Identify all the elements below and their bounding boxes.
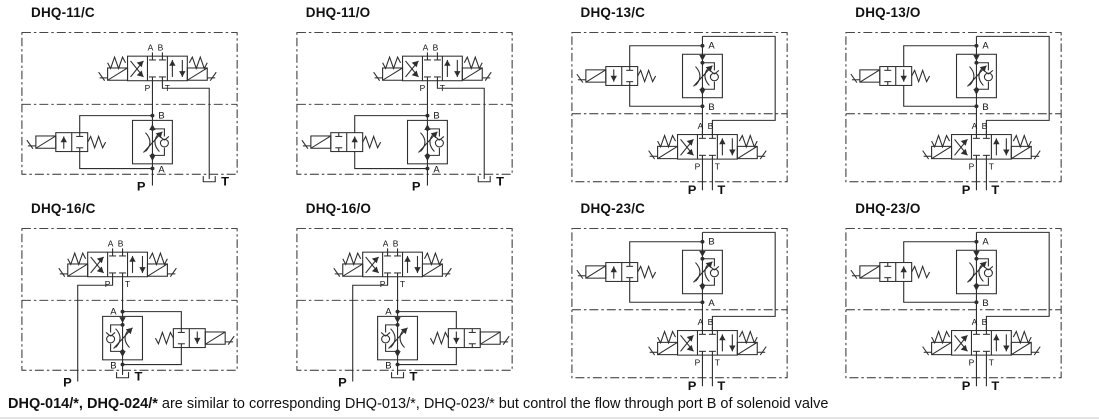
svg-text:P: P [380, 280, 386, 289]
svg-text:A: A [433, 165, 440, 175]
svg-text:P: P [137, 180, 146, 194]
svg-text:B: B [385, 361, 391, 371]
svg-text:T: T [989, 163, 994, 172]
svg-text:T: T [717, 379, 725, 391]
svg-text:A: A [983, 237, 990, 247]
svg-text:P: P [687, 183, 696, 195]
svg-text:P: P [962, 183, 971, 195]
footnote-text: are similar to corresponding DHQ-013/*, … [157, 396, 829, 412]
svg-text:A: A [972, 318, 978, 327]
svg-text:B: B [983, 298, 989, 308]
svg-text:T: T [400, 280, 405, 289]
svg-text:A: A [708, 41, 715, 51]
svg-text:A: A [697, 122, 703, 131]
footnote-models: DHQ-014/*, DHQ-024/* [8, 396, 158, 412]
svg-text:A: A [972, 122, 978, 131]
svg-text:P: P [969, 163, 975, 172]
svg-text:T: T [714, 359, 719, 368]
svg-text:B: B [110, 361, 116, 371]
diagram-title: DHQ-16/C [31, 201, 96, 216]
svg-text:P: P [145, 84, 151, 93]
diagram-title: DHQ-16/O [305, 201, 372, 216]
diagram-title: DHQ-13/O [855, 5, 921, 20]
svg-text:B: B [118, 240, 124, 249]
diagram-title: DHQ-23/C [580, 201, 646, 216]
svg-text:T: T [135, 370, 143, 384]
svg-text:B: B [432, 44, 438, 53]
svg-text:P: P [412, 180, 421, 194]
svg-text:A: A [385, 307, 392, 317]
svg-text:B: B [982, 318, 988, 327]
svg-text:P: P [694, 163, 700, 172]
svg-text:B: B [707, 318, 713, 327]
svg-text:P: P [105, 280, 111, 289]
svg-text:T: T [989, 359, 994, 368]
svg-text:B: B [392, 240, 398, 249]
svg-text:P: P [962, 379, 971, 391]
svg-text:T: T [496, 175, 504, 189]
svg-text:P: P [687, 379, 696, 391]
svg-text:A: A [383, 240, 389, 249]
svg-text:P: P [419, 84, 425, 93]
svg-text:B: B [708, 237, 714, 247]
diagram-title: DHQ-13/C [580, 5, 646, 20]
svg-text:B: B [983, 102, 989, 112]
svg-text:P: P [63, 376, 72, 390]
svg-text:A: A [110, 307, 117, 317]
svg-text:B: B [707, 122, 713, 131]
svg-text:B: B [158, 44, 164, 53]
svg-text:P: P [338, 376, 347, 390]
svg-text:T: T [992, 183, 1000, 195]
svg-text:A: A [148, 44, 154, 53]
svg-text:T: T [714, 163, 719, 172]
svg-text:P: P [694, 359, 700, 368]
diagram-title: DHQ-23/O [855, 201, 921, 216]
svg-text:A: A [708, 298, 715, 308]
svg-text:B: B [433, 111, 439, 121]
diagram-title: DHQ-11/C [31, 5, 95, 20]
svg-text:B: B [708, 102, 714, 112]
svg-text:A: A [422, 44, 428, 53]
footnote: DHQ-014/*, DHQ-024/* are similar to corr… [0, 392, 1099, 419]
svg-text:A: A [158, 165, 165, 175]
diagram-title: DHQ-11/O [305, 5, 371, 20]
svg-text:T: T [992, 379, 1000, 391]
svg-text:A: A [108, 240, 114, 249]
svg-text:B: B [982, 122, 988, 131]
svg-text:T: T [717, 183, 725, 195]
svg-text:T: T [125, 280, 130, 289]
svg-text:T: T [409, 370, 417, 384]
svg-text:B: B [158, 111, 164, 121]
svg-text:A: A [697, 318, 703, 327]
svg-text:A: A [983, 41, 990, 51]
svg-text:T: T [221, 175, 229, 189]
svg-text:P: P [969, 359, 975, 368]
